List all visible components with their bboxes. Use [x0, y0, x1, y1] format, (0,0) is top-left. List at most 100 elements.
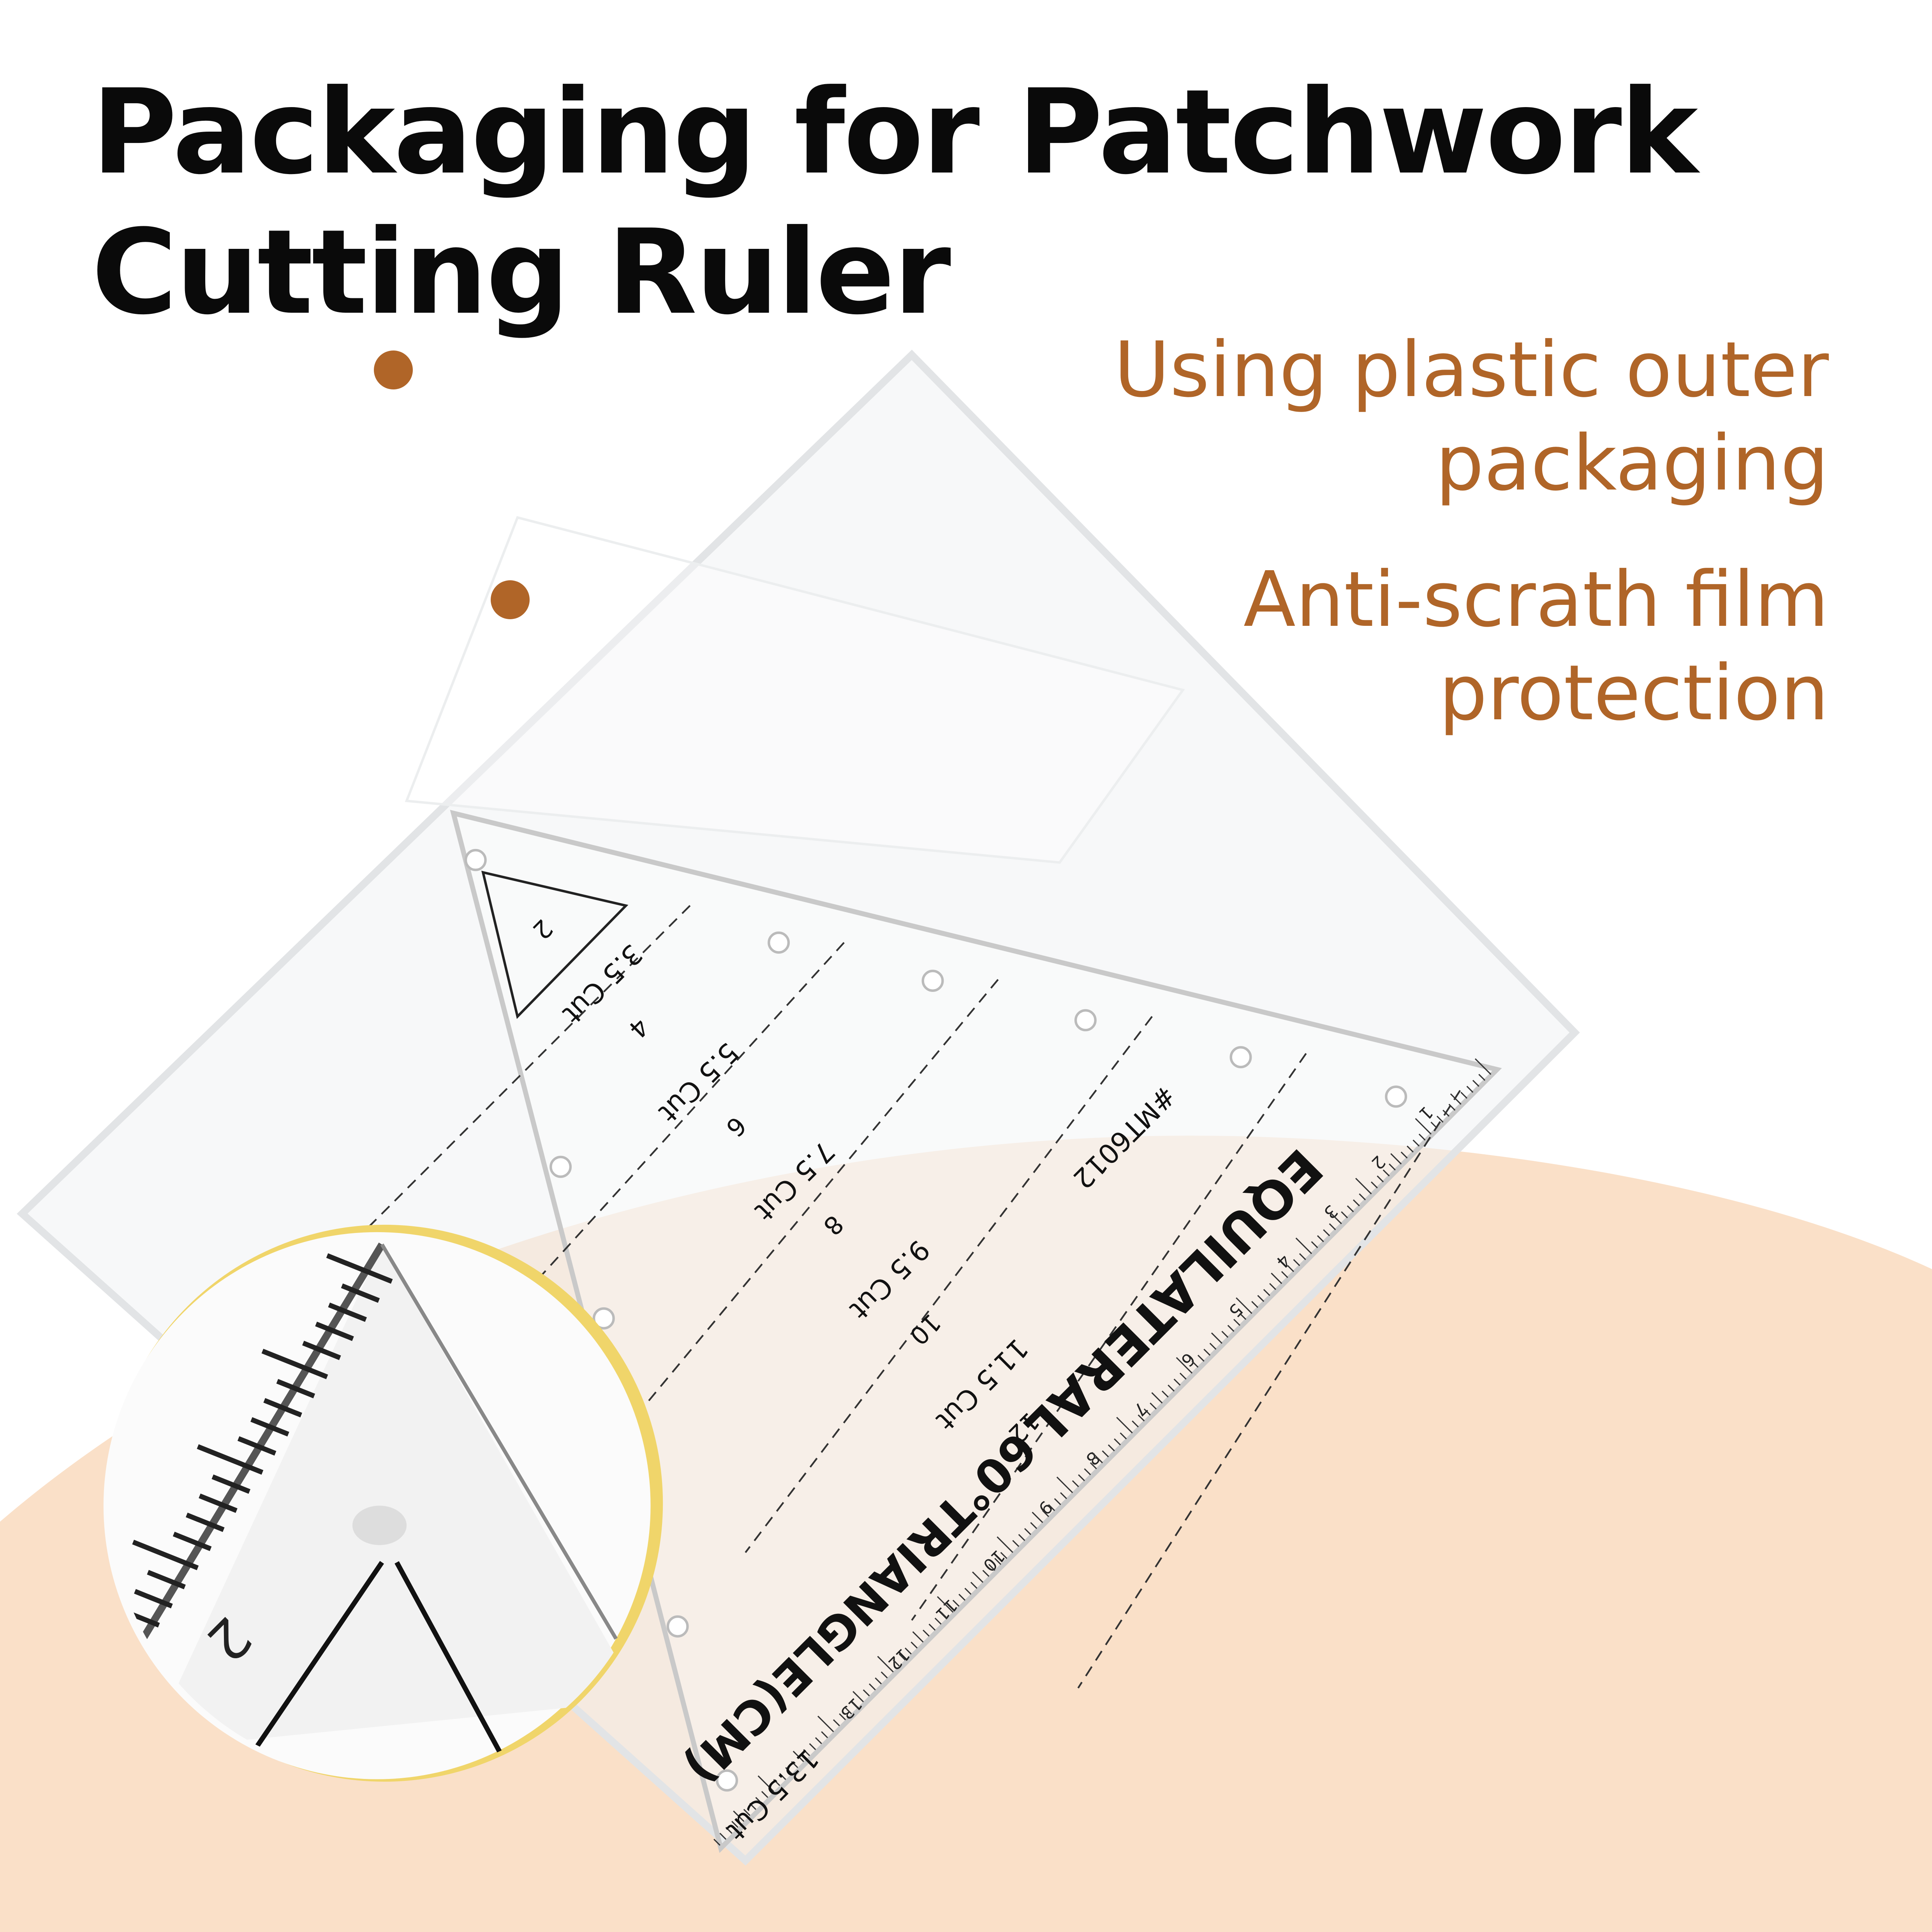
- scale-tick: [964, 1588, 972, 1595]
- scale-tick: [749, 1803, 757, 1810]
- scale-tick: [1030, 1522, 1037, 1529]
- scale-tick: [719, 1833, 727, 1840]
- scale-tick: [1383, 1169, 1390, 1176]
- scale-tick: [1078, 1474, 1085, 1481]
- ruler-hole: [1074, 1009, 1097, 1032]
- scale-tick: [1151, 1392, 1163, 1404]
- scale-tick: [1197, 1354, 1205, 1362]
- scale-tick: [1161, 1390, 1169, 1398]
- magnified-tick: [197, 1444, 264, 1475]
- scale-tick: [1269, 1283, 1277, 1290]
- scale-tick: [1418, 1133, 1426, 1141]
- scale-tick: [972, 1571, 984, 1583]
- scale-tick: [1056, 1476, 1073, 1493]
- scale-tick: [1317, 1235, 1324, 1242]
- scale-tick: [1000, 1552, 1007, 1559]
- scale-tick: [1389, 1163, 1396, 1171]
- scale-tick: [1072, 1480, 1079, 1487]
- scale-tick: [851, 1701, 858, 1708]
- scale-tick: [743, 1809, 750, 1816]
- scale-tick: [1359, 1193, 1366, 1201]
- scale-tick: [1295, 1237, 1312, 1254]
- bullet-dot-icon: [374, 350, 413, 389]
- scale-tick: [1323, 1229, 1330, 1236]
- magnifier-detail: 2: [103, 1224, 663, 1782]
- scale-tick: [1084, 1468, 1091, 1476]
- scale-tick: [1412, 1139, 1420, 1147]
- scale-tick: [1377, 1175, 1384, 1183]
- scale-tick: [1466, 1086, 1474, 1093]
- scale-tick: [1474, 1058, 1492, 1075]
- packaging-fold: [405, 516, 1185, 864]
- scale-tick: [997, 1536, 1013, 1553]
- ruler-hole: [549, 1155, 572, 1178]
- scale-tick: [1054, 1498, 1061, 1505]
- scale-tick: [1120, 1432, 1127, 1440]
- scale-tick: [937, 1596, 954, 1613]
- scale-tick: [1370, 1181, 1378, 1189]
- scale-tick: [940, 1611, 948, 1619]
- scale-tick: [1400, 1151, 1408, 1159]
- scale-tick: [1168, 1384, 1175, 1392]
- magnified-tick: [132, 1539, 199, 1570]
- scale-tick: [817, 1715, 834, 1732]
- feature-text: packaging: [1435, 419, 1829, 508]
- scale-tick: [779, 1773, 786, 1780]
- scale-tick: [731, 1821, 738, 1828]
- page-title: Packaging for Patchwork Cutting Ruler: [92, 62, 1698, 343]
- scale-tick: [970, 1582, 977, 1589]
- ruler-hole: [592, 1307, 615, 1330]
- magnified-tick: [173, 1532, 212, 1551]
- scale-tick: [845, 1707, 852, 1714]
- bullet-dot-icon: [491, 580, 530, 619]
- scale-tick: [905, 1647, 912, 1655]
- scale-tick: [1209, 1343, 1217, 1350]
- scale-tick: [1347, 1205, 1354, 1212]
- scale-tick: [733, 1810, 745, 1822]
- scale-tick: [1442, 1110, 1450, 1117]
- scale-tick: [833, 1719, 840, 1726]
- scale-tick: [1211, 1332, 1222, 1344]
- scale-tick: [1353, 1199, 1360, 1206]
- cut-line: [745, 1016, 1153, 1553]
- magnified-tick: [185, 1513, 225, 1532]
- scale-tick: [1407, 1145, 1414, 1153]
- scale-tick: [755, 1797, 763, 1804]
- magnified-tick: [237, 1436, 277, 1456]
- scale-tick: [1176, 1357, 1193, 1374]
- scale-tick: [1116, 1417, 1133, 1434]
- magnified-tick: [250, 1417, 289, 1437]
- scale-tick: [1299, 1253, 1306, 1260]
- scale-tick: [1024, 1528, 1031, 1535]
- scale-tick: [1143, 1408, 1151, 1416]
- scale-tick: [1450, 1093, 1462, 1105]
- ruler-hole: [768, 931, 790, 954]
- scale-tick: [911, 1641, 918, 1649]
- scale-tick: [1048, 1504, 1055, 1511]
- scale-tick: [1263, 1289, 1270, 1296]
- magnified-tick: [261, 1349, 328, 1379]
- scale-tick: [1460, 1092, 1468, 1099]
- scale-tick: [1173, 1379, 1181, 1386]
- scale-tick: [877, 1656, 894, 1673]
- feature-text: Anti-scrath film: [1243, 555, 1829, 644]
- scale-tick: [1221, 1331, 1229, 1338]
- scale-tick: [785, 1767, 793, 1774]
- scale-tick: [934, 1617, 942, 1625]
- cut-line: [412, 942, 845, 1418]
- scale-tick: [912, 1631, 924, 1643]
- scale-tick: [881, 1671, 888, 1678]
- scale-tick: [1287, 1265, 1294, 1272]
- scale-tick: [1179, 1372, 1187, 1380]
- scale-tick: [1257, 1295, 1265, 1302]
- scale-tick: [869, 1683, 876, 1691]
- scale-tick: [1191, 1361, 1199, 1368]
- scale-tick: [875, 1677, 882, 1685]
- scale-tick: [923, 1629, 930, 1637]
- scale-tick: [982, 1570, 990, 1577]
- scale-tick: [1390, 1153, 1402, 1165]
- cut-line: [911, 1053, 1307, 1621]
- scale-tick: [1293, 1259, 1300, 1266]
